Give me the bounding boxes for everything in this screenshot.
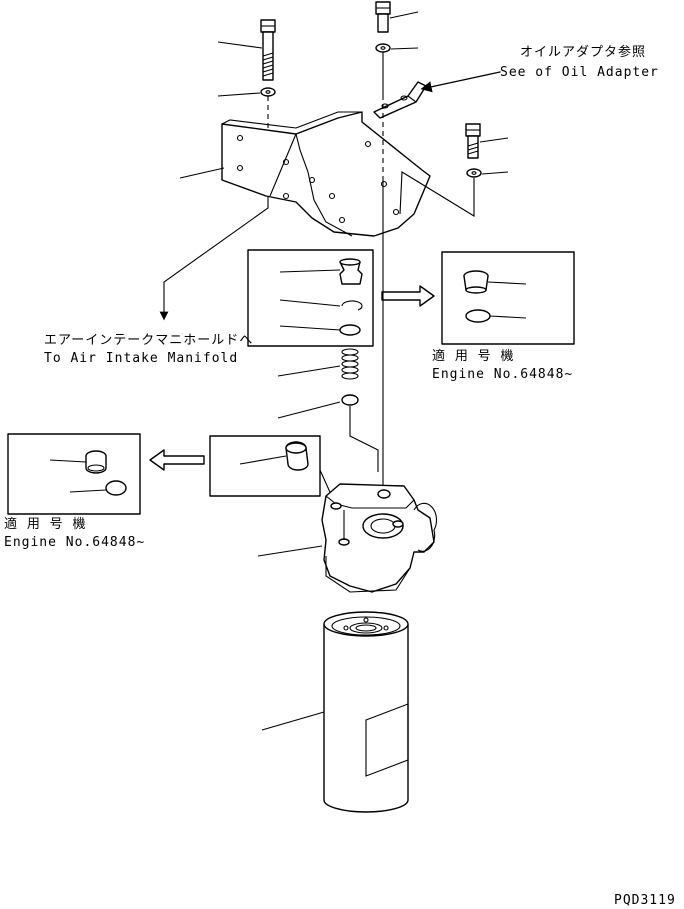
bolt-left <box>260 19 276 81</box>
plug-left-middle <box>285 441 309 471</box>
leader-bolt-right <box>479 137 509 143</box>
plug-center <box>339 258 363 285</box>
note-serial-right-jp: 適 用 号 機 <box>432 348 514 364</box>
leader-filter-head <box>257 545 323 557</box>
o-ring-left <box>105 480 127 496</box>
spring <box>341 348 359 380</box>
arrow-to-left-box <box>149 449 205 471</box>
valve <box>341 394 359 406</box>
note-intake-en: To Air Intake Manifold <box>44 351 238 366</box>
washer-left <box>260 87 276 97</box>
snap-ring <box>341 300 363 311</box>
plug-left <box>85 450 107 474</box>
leader-washer-center <box>390 47 419 50</box>
washer-right <box>466 168 482 178</box>
detail-box-center <box>247 249 374 347</box>
note-serial-right-en: Engine No.64848~ <box>432 367 573 382</box>
washer-center <box>375 43 391 53</box>
o-ring-center <box>339 324 361 336</box>
note-serial-left-en: Engine No.64848~ <box>4 535 145 550</box>
detail-box-right <box>441 251 575 345</box>
note-intake-jp: エアーインテークマニホールドへ <box>44 333 253 348</box>
leader-washer-left <box>217 92 261 97</box>
note-oil-adapter-jp: オイルアダプタ参照 <box>520 44 646 60</box>
detail-box-left <box>7 433 141 515</box>
drawing-code: PQD3119 <box>614 893 676 908</box>
leader-bolt-left <box>217 41 263 49</box>
leader-bolt-center <box>389 11 419 19</box>
o-ring-right <box>465 309 491 323</box>
leader-filter-element <box>261 711 325 731</box>
oil-adapter-bracket <box>373 81 427 119</box>
intake-line <box>159 196 269 321</box>
filter-head <box>321 483 438 593</box>
leader-bracket <box>179 167 225 179</box>
plug-right <box>463 270 489 294</box>
arrow-oil-adapter <box>420 71 501 93</box>
leader-washer-right <box>481 171 509 175</box>
oil-filter-element <box>323 611 409 813</box>
bolt-center <box>375 1 391 33</box>
mounting-bracket <box>221 111 431 237</box>
note-oil-adapter-en: See of Oil Adapter <box>500 65 659 80</box>
detail-box-left-middle <box>209 435 321 497</box>
bolt-right <box>465 123 481 159</box>
arrow-to-right-box <box>381 285 435 307</box>
note-serial-left-jp: 適 用 号 機 <box>4 516 86 532</box>
